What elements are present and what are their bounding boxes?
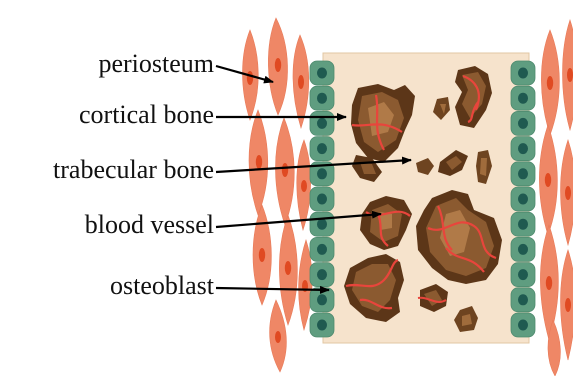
- osteoblast-nucleus: [518, 244, 528, 255]
- osteoblast-layer-right: [511, 61, 535, 337]
- osteoblast-nucleus: [317, 194, 327, 205]
- label-trabecular-bone: trabecular bone: [53, 157, 214, 183]
- osteoblast-nucleus: [518, 93, 528, 104]
- osteoblast-nucleus: [518, 294, 528, 305]
- osteoblast-nucleus: [317, 294, 327, 305]
- osteoblast-nucleus: [518, 194, 528, 205]
- label-osteoblast: osteoblast: [110, 273, 214, 299]
- osteoblast-nucleus: [518, 143, 528, 154]
- osteoblast-nucleus: [518, 320, 528, 331]
- osteoblast-nucleus: [317, 320, 327, 331]
- osteoblast-nucleus: [518, 269, 528, 280]
- osteoblast-nucleus: [518, 168, 528, 179]
- osteoblast-nucleus: [518, 68, 528, 79]
- osteoblast-nucleus: [317, 244, 327, 255]
- osteoblast-nucleus: [518, 118, 528, 129]
- osteoblast-nucleus: [317, 168, 327, 179]
- label-blood-vessel: blood vessel: [85, 212, 214, 238]
- osteoblast-nucleus: [317, 118, 327, 129]
- osteoblast-layer-left: [310, 61, 334, 337]
- osteoblast-nucleus: [518, 219, 528, 230]
- label-periosteum: periosteum: [98, 51, 214, 77]
- osteoblast-nucleus: [317, 143, 327, 154]
- osteoblast-nucleus: [317, 269, 327, 280]
- osteoblast-nucleus: [317, 219, 327, 230]
- osteoblast-nucleus: [317, 93, 327, 104]
- label-cortical-bone: cortical bone: [79, 102, 214, 128]
- osteoblast-nucleus: [317, 68, 327, 79]
